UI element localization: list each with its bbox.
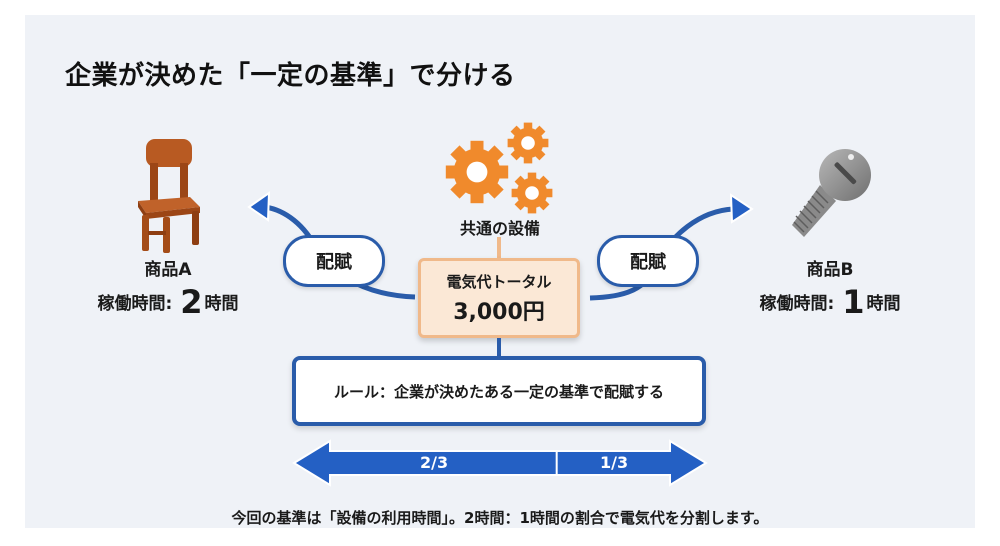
electricity-total-box: 電気代トータル 3,000円 xyxy=(418,258,580,338)
hours-value: 2 xyxy=(180,283,203,321)
chair-icon xyxy=(138,139,200,253)
hours-prefix: 稼働時間: xyxy=(97,294,179,314)
ratio-left-label: 2/3 xyxy=(420,453,449,472)
total-label: 電気代トータル xyxy=(446,273,552,291)
hours-suffix: 時間 xyxy=(204,294,239,314)
total-value: 3,000円 xyxy=(453,300,545,325)
rule-box: ルール：企業が決めたある一定の基準で配賦する xyxy=(292,356,706,426)
ratio-right-label: 1/3 xyxy=(600,453,629,472)
ratio-bar xyxy=(292,439,708,487)
bottom-note: 今回の基準は「設備の利用時間」。2時間：1時間の割合で電気代を分割します。 xyxy=(231,509,769,527)
rule-connector xyxy=(497,338,501,358)
hours-value: 1 xyxy=(842,283,865,321)
hours-prefix: 稼働時間: xyxy=(759,294,841,314)
rule-text: ルール：企業が決めたある一定の基準で配賦する xyxy=(333,382,664,401)
equipment-connector xyxy=(497,237,501,259)
allocation-pill-right: 配賦 xyxy=(597,235,699,287)
gears-icon xyxy=(445,122,553,214)
hours-suffix: 時間 xyxy=(866,294,901,314)
ratio-double-arrow xyxy=(292,439,708,487)
product-b-name: 商品B xyxy=(806,260,854,280)
screw-icon xyxy=(792,149,871,237)
slide-title: 企業が決めた「一定の基準」で分ける xyxy=(65,61,516,91)
equipment-label: 共通の設備 xyxy=(459,219,540,238)
product-a-name: 商品A xyxy=(144,260,192,280)
left-arrowhead xyxy=(247,191,271,222)
allocation-pill-left: 配賦 xyxy=(283,235,385,287)
right-arrowhead xyxy=(729,193,754,224)
